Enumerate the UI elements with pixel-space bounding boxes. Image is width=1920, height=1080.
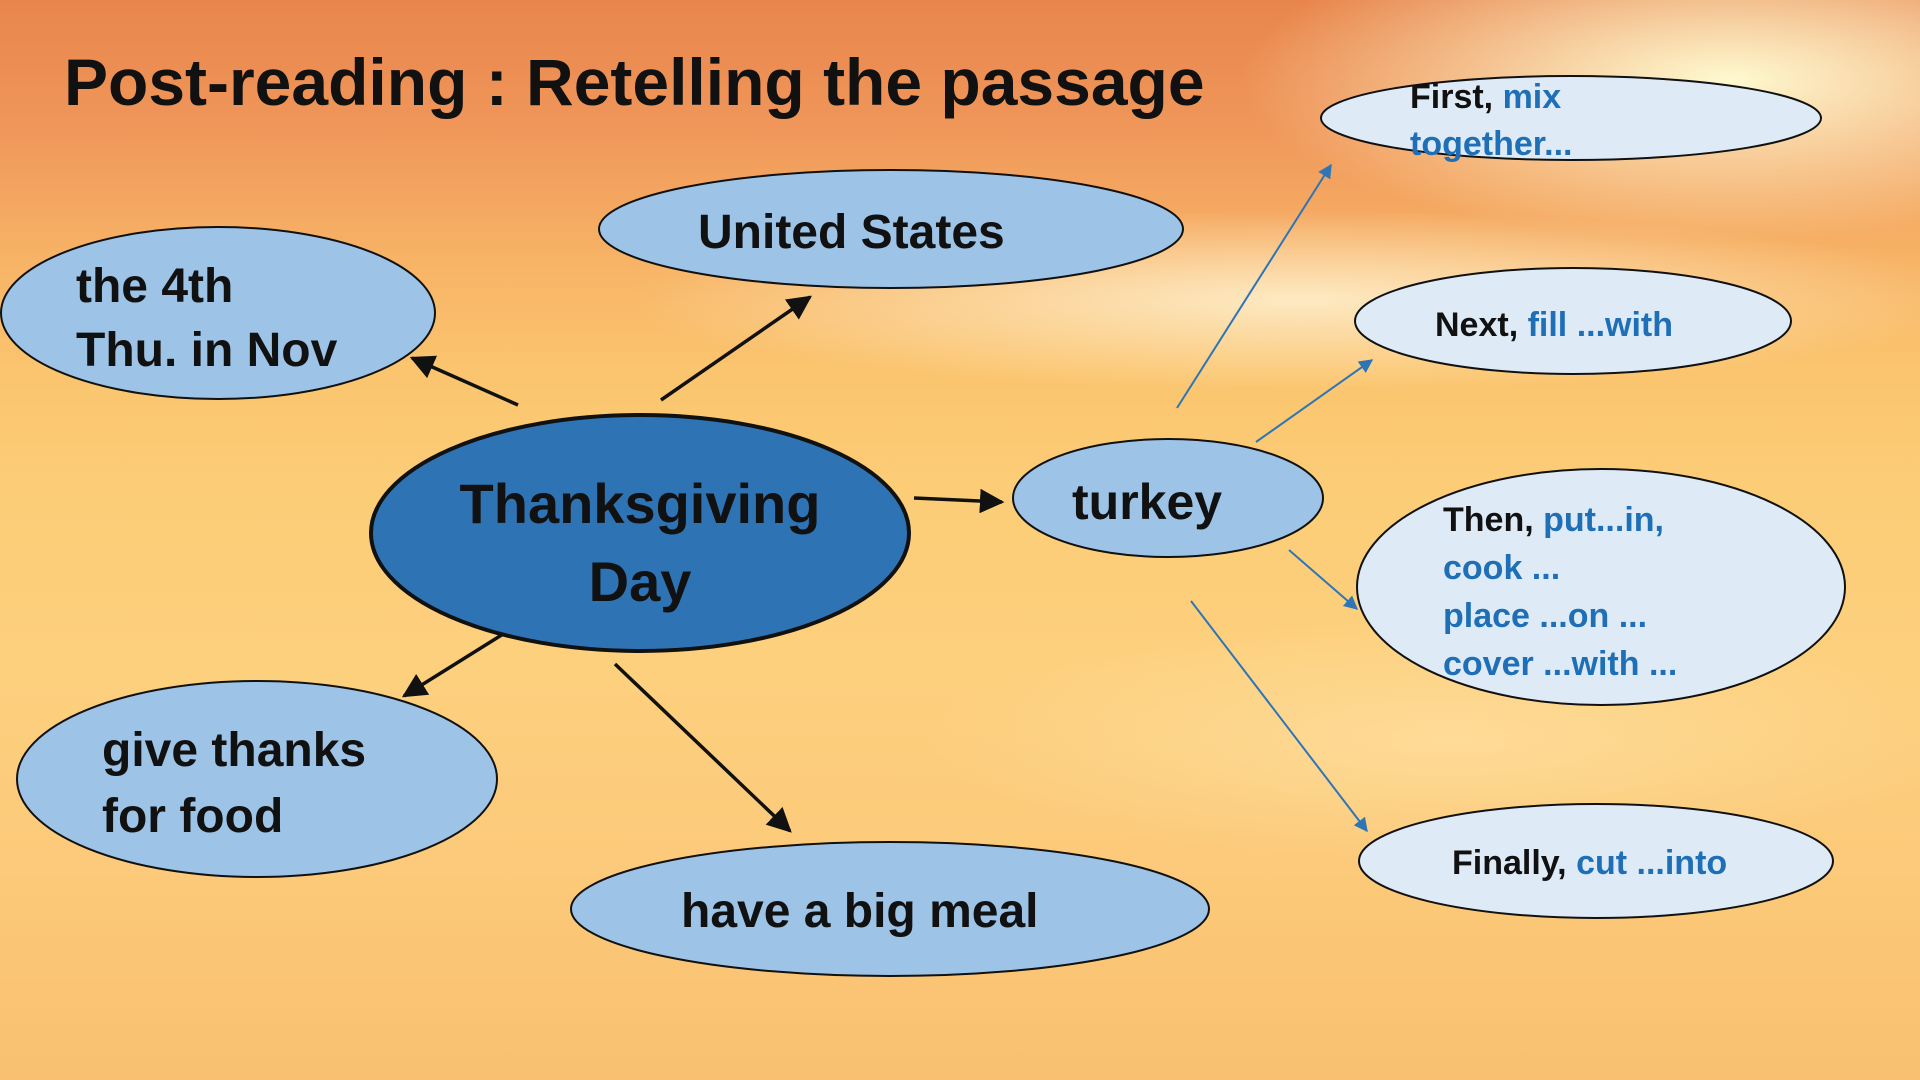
step-first-action-2: together... (1410, 125, 1573, 163)
step-then-action-4: cover ...with ... (1443, 645, 1678, 683)
slide-title: Post-reading : Retelling the passage (64, 45, 1205, 119)
thanks-line-2: for food (102, 790, 284, 843)
arrow-to-finally (1190, 600, 1368, 833)
step-then-action-3: place ...on ... (1443, 597, 1648, 635)
step-first-action: mix (1502, 78, 1562, 116)
step-next-node (1354, 267, 1792, 375)
step-then-label: Then, put...in, cook ... place ...on ...… (1443, 496, 1677, 688)
thanks-node (16, 680, 498, 878)
center-node (369, 413, 911, 653)
arrow-to-meal (613, 662, 792, 833)
step-finally-action: cut ...into (1576, 844, 1728, 882)
turkey-node (1012, 438, 1324, 558)
step-first-label: First, mix together... (1410, 74, 1572, 168)
thanks-label: give thanks for food (102, 718, 366, 850)
arrow-to-date (409, 355, 519, 407)
step-first-prefix: First, (1410, 78, 1494, 116)
step-next-prefix: Next, (1435, 306, 1519, 344)
meal-node (570, 841, 1210, 977)
arrow-to-turkey (913, 488, 1005, 514)
step-finally-node (1358, 803, 1834, 919)
center-label: Thanksgiving Day (420, 465, 860, 621)
country-node (598, 169, 1184, 289)
arrow-to-country (660, 295, 813, 402)
date-label: the 4th Thu. in Nov (76, 255, 337, 383)
step-next-label: Next, fill ...with (1435, 303, 1673, 347)
date-line-2: Thu. in Nov (76, 324, 338, 377)
center-line-2: Day (588, 550, 692, 613)
step-then-action-1: put...in, (1543, 501, 1664, 539)
step-finally-label: Finally, cut ...into (1452, 841, 1727, 885)
step-then-prefix: Then, (1443, 501, 1534, 539)
arrow-to-then (1288, 549, 1359, 610)
country-label: United States (698, 206, 1005, 259)
thanks-line-1: give thanks (102, 724, 367, 777)
step-then-node (1356, 468, 1846, 706)
arrow-to-thanks (401, 629, 509, 698)
arrow-to-next (1255, 359, 1374, 443)
step-first-node (1320, 75, 1822, 161)
step-then-action-2: cook ... (1443, 549, 1561, 587)
center-line-1: Thanksgiving (459, 472, 821, 535)
step-finally-prefix: Finally, (1452, 844, 1567, 882)
turkey-label: turkey (1072, 474, 1223, 530)
meal-label: have a big meal (681, 885, 1039, 938)
date-node (0, 226, 436, 400)
date-line-1: the 4th (76, 260, 234, 313)
arrow-to-first (1176, 163, 1332, 409)
step-next-action: fill ...with (1527, 306, 1674, 344)
